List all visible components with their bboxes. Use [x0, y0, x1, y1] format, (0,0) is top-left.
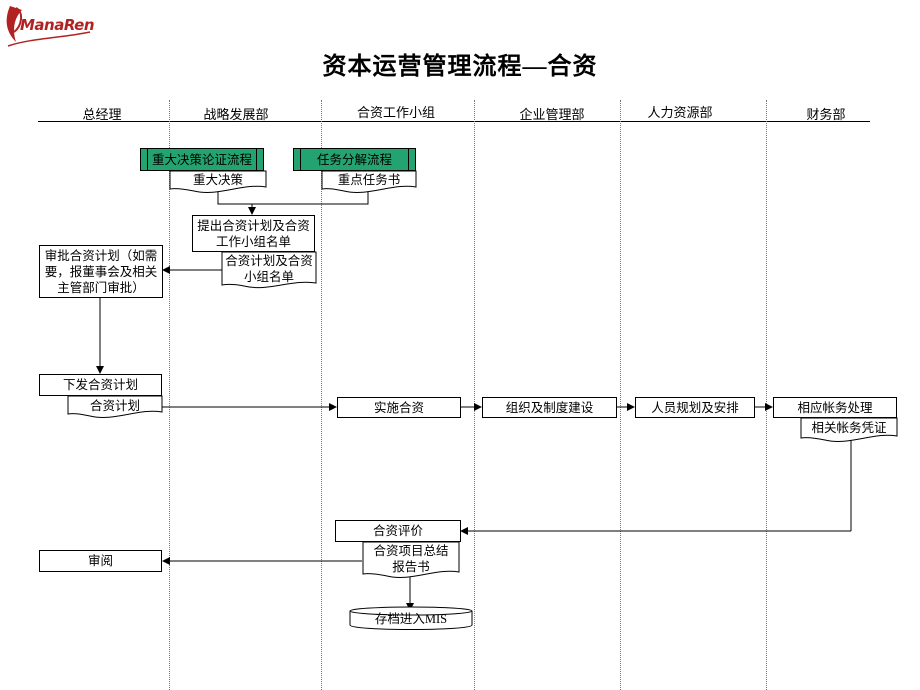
accounting-box[interactable]: 相应帐务处理 [773, 397, 897, 418]
document-shape-icon [321, 170, 417, 193]
key-task-doc: 重点任务书 [321, 170, 417, 193]
implement-label: 实施合资 [373, 400, 424, 415]
org-build-label: 组织及制度建设 [505, 400, 594, 415]
propose-plan-label: 提出合资计划及合资工作小组名单 [197, 218, 310, 249]
implement-box[interactable]: 实施合资 [337, 397, 461, 418]
plan-doc: 合资计划 [67, 395, 163, 418]
lane-header-jv-team: 合资工作小组 [356, 105, 435, 120]
evaluate-label: 合资评价 [372, 524, 423, 538]
lane-divider [620, 100, 621, 690]
document-shape-icon [67, 395, 163, 418]
database-shape-icon [349, 606, 473, 630]
header-divider [38, 121, 870, 122]
major-decision-flow-label: 重大决策论证流程 [147, 149, 257, 170]
logo: ManaRen [2, 2, 95, 48]
summary-doc: 合资项目总结报告书 [362, 541, 460, 580]
lane-header-gm: 总经理 [82, 107, 122, 122]
major-decision-doc: 重大决策 [169, 170, 267, 193]
lane-divider [169, 100, 170, 690]
voucher-doc: 相关帐务凭证 [800, 417, 898, 442]
org-build-box[interactable]: 组织及制度建设 [482, 397, 617, 418]
approve-plan-label: 审批合资计划（如需要，报董事会及相关主管部门审批） [44, 248, 158, 295]
issue-plan-box[interactable]: 下发合资计划 [39, 374, 162, 396]
major-decision-doc-label: 重大决策 [192, 173, 243, 187]
review-box[interactable]: 审阅 [39, 550, 162, 572]
lane-header-hr: 人力资源部 [647, 105, 713, 120]
propose-plan-box[interactable]: 提出合资计划及合资工作小组名单 [192, 215, 315, 252]
document-shape-icon [800, 417, 898, 442]
archive-label: 存档进入MIS [374, 612, 448, 626]
key-task-doc-label: 重点任务书 [337, 173, 401, 187]
review-label: 审阅 [87, 554, 113, 568]
lane-header-finance: 财务部 [806, 107, 846, 122]
staff-plan-box[interactable]: 人员规划及安排 [635, 397, 755, 418]
major-decision-flow-box[interactable]: 重大决策论证流程 [140, 148, 264, 171]
task-breakdown-flow-label: 任务分解流程 [300, 149, 409, 170]
logo-mark-icon [6, 6, 91, 47]
lane-divider [766, 100, 767, 690]
lane-header-strategy: 战略发展部 [203, 107, 269, 122]
lane-divider [321, 100, 322, 690]
connector-line [217, 191, 369, 205]
issue-plan-label: 下发合资计划 [62, 378, 138, 392]
page-title: 资本运营管理流程—合资 [322, 54, 598, 80]
task-breakdown-flow-box[interactable]: 任务分解流程 [293, 148, 416, 171]
document-shape-icon [362, 541, 460, 578]
summary-doc-label: 合资项目总结报告书 [373, 544, 449, 574]
logo-text: ManaRen [20, 16, 95, 34]
archive-database[interactable]: 存档进入MIS [349, 606, 473, 630]
plan-list-doc-label: 合资计划及合资小组名单 [225, 254, 313, 284]
voucher-doc-label: 相关帐务凭证 [811, 421, 887, 435]
lane-header-enterprise-mgmt: 企业管理部 [519, 107, 585, 122]
lane-divider [474, 100, 475, 690]
plan-list-doc: 合资计划及合资小组名单 [221, 251, 317, 290]
approve-plan-box[interactable]: 审批合资计划（如需要，报董事会及相关主管部门审批） [39, 245, 163, 298]
evaluate-box[interactable]: 合资评价 [335, 520, 461, 542]
staff-plan-label: 人员规划及安排 [651, 400, 739, 415]
plan-doc-label: 合资计划 [89, 399, 140, 413]
accounting-label: 相应帐务处理 [797, 400, 873, 415]
document-shape-icon [169, 170, 267, 193]
document-shape-icon [221, 251, 317, 289]
